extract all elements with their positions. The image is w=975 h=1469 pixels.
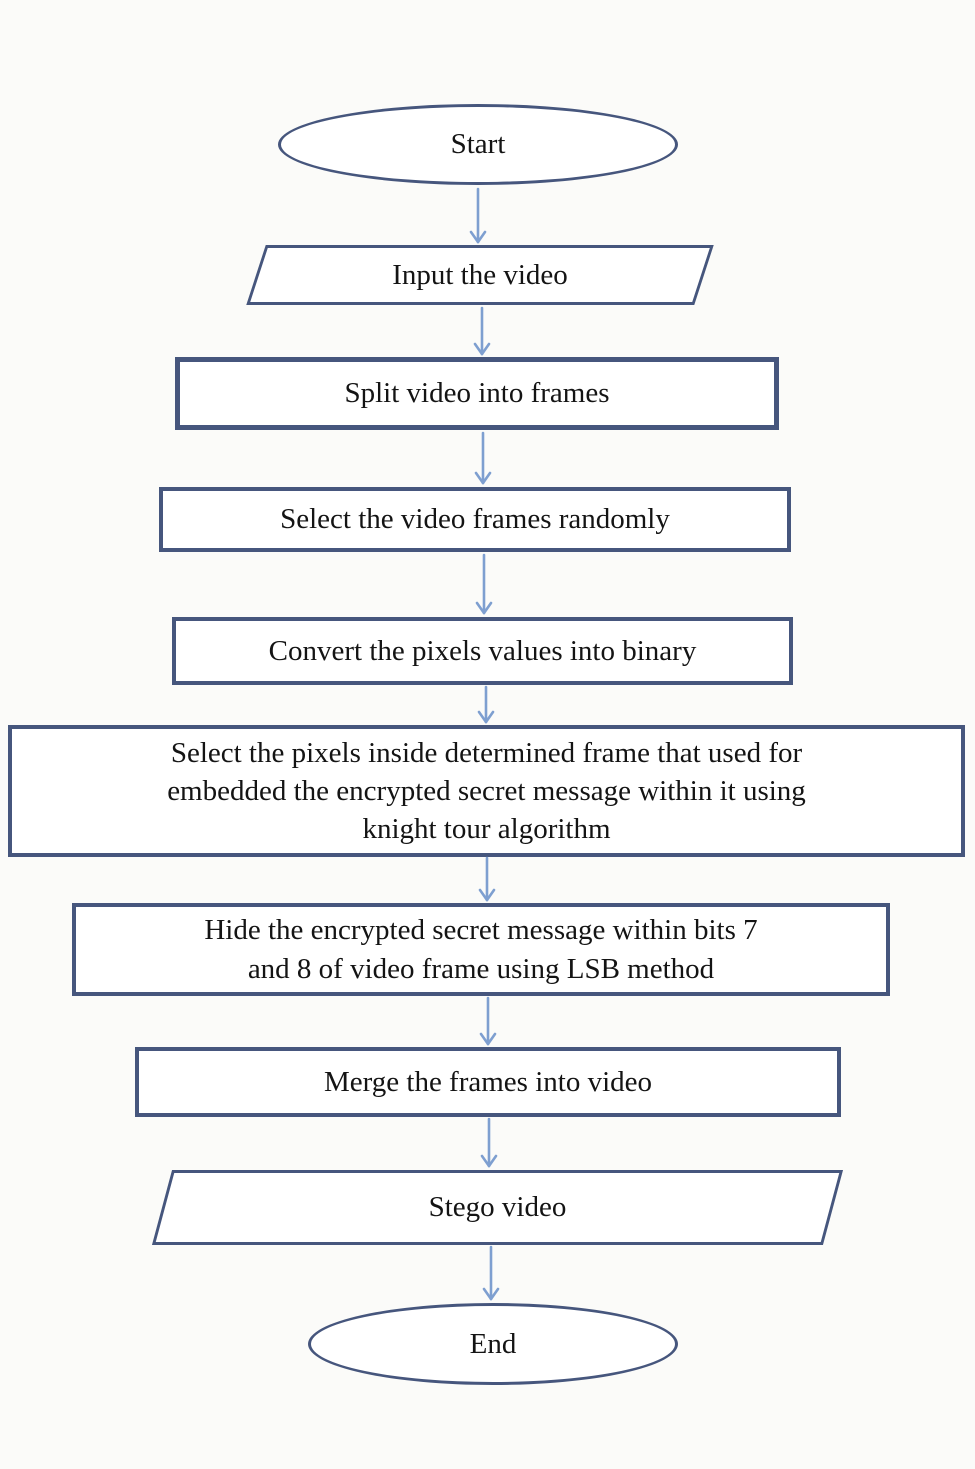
- node-end: End: [308, 1303, 678, 1385]
- node-merge-frames: Merge the frames into video: [135, 1047, 841, 1117]
- node-stego-video: Stego video: [150, 1170, 845, 1245]
- flow-arrow-8: [480, 1117, 498, 1168]
- flow-arrow-1: [469, 187, 487, 244]
- flow-arrow-5: [477, 685, 495, 724]
- node-end-label: End: [469, 1327, 517, 1360]
- node-start: Start: [278, 104, 678, 185]
- node-input-video: Input the video: [244, 245, 716, 305]
- node-input-video-label: Input the video: [392, 258, 568, 291]
- node-split-frames: Split video into frames: [175, 357, 779, 430]
- flow-arrow-6: [478, 856, 496, 902]
- node-stego-video-label: Stego video: [428, 1191, 567, 1224]
- node-select-pixels-label: Select the pixels inside determined fram…: [167, 736, 806, 846]
- node-select-pixels: Select the pixels inside determined fram…: [8, 725, 965, 857]
- flow-arrow-9: [482, 1245, 500, 1301]
- node-select-frames: Select the video frames randomly: [159, 487, 791, 552]
- flow-arrow-2: [473, 306, 491, 356]
- node-convert-binary: Convert the pixels values into binary: [172, 617, 793, 685]
- node-hide-message: Hide the encrypted secret message within…: [72, 903, 890, 996]
- flow-arrow-4: [475, 553, 493, 615]
- node-hide-message-label: Hide the encrypted secret message within…: [204, 914, 758, 985]
- flow-arrow-3: [474, 431, 492, 485]
- node-select-frames-label: Select the video frames randomly: [280, 503, 670, 536]
- node-split-frames-label: Split video into frames: [344, 377, 610, 410]
- node-merge-frames-label: Merge the frames into video: [323, 1065, 653, 1098]
- node-convert-binary-label: Convert the pixels values into binary: [268, 634, 697, 667]
- flow-arrow-7: [479, 996, 497, 1046]
- node-start-label: Start: [450, 128, 506, 161]
